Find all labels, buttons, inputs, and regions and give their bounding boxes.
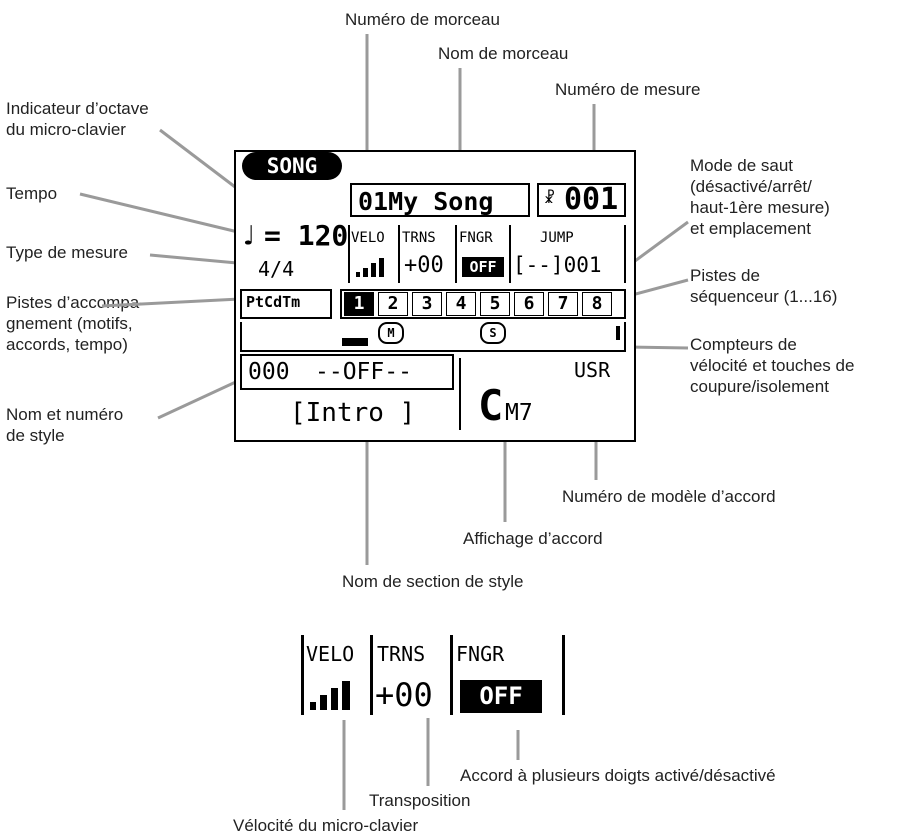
trns-header: TRNS: [402, 230, 436, 246]
measure-box: [537, 183, 626, 217]
measure-prefix-icon: ☧: [544, 187, 555, 208]
label-multi-finger: Accord à plusieurs doigts activé/désacti…: [460, 766, 776, 785]
style-name: --OFF--: [315, 359, 412, 385]
label-song-name: Nom de morceau: [438, 44, 569, 63]
seq-track-5: 5: [480, 292, 510, 316]
seq-track-2: 2: [378, 292, 408, 316]
label-mini-velocity: Vélocité du micro-clavier: [233, 816, 419, 835]
chord-type: M7: [505, 400, 533, 426]
detail-divider-1: [370, 635, 373, 715]
fngr-header: FNGR: [459, 230, 493, 246]
grid-divider-1: [398, 225, 400, 283]
label-velocity-meters: Compteurs de vélocité et touches de coup…: [690, 334, 854, 397]
label-style-line-2: de style: [6, 426, 65, 445]
label-section-name: Nom de section de style: [342, 572, 524, 591]
detail-divider-2: [450, 635, 453, 715]
seq-track-1: 1: [344, 292, 374, 316]
label-tempo: Tempo: [6, 184, 58, 203]
label-song-number: Numéro de morceau: [345, 10, 500, 29]
chord-divider: [459, 358, 461, 430]
seq-track-3: 3: [412, 292, 442, 316]
label-meter: Type de mesure: [6, 243, 128, 262]
seq-track-6: 6: [514, 292, 544, 316]
meter-row: [240, 322, 626, 352]
meter-display: 4/4: [258, 257, 295, 281]
label-style-name-number: Nom et numéro de style: [6, 404, 123, 446]
label-seq-line-2: séquenceur (1...16): [690, 287, 838, 306]
label-jump-mode: Mode de saut (désactivé/arrêt/ haut-1ère…: [690, 155, 830, 239]
label-jump-line-3: haut-1ère mesure): [690, 198, 830, 217]
solo-icon: S: [480, 322, 506, 344]
label-octave-indicator: Indicateur d’octave du micro-clavier: [6, 98, 149, 140]
velocity-meter-fill: [342, 338, 368, 346]
chord-model-display: USR: [574, 358, 611, 382]
label-accomp-tracks: Pistes d’accompa- gnement (motifs, accor…: [6, 292, 145, 355]
label-accomp-line-3: accords, tempo): [6, 335, 128, 354]
style-number: 000: [248, 359, 290, 385]
seq-track-7: 7: [548, 292, 578, 316]
label-measure-number: Numéro de mesure: [555, 80, 701, 99]
tempo-note-icon: ♩: [240, 219, 257, 252]
label-chord-display: Affichage d’accord: [463, 529, 603, 548]
label-octave-line-1: Indicateur d’octave: [6, 99, 149, 118]
label-jump-line-4: et emplacement: [690, 219, 811, 238]
label-accomp-line-2: gnement (motifs,: [6, 314, 133, 333]
lcd-screen: [234, 150, 636, 442]
label-vel-line-1: Compteurs de: [690, 335, 797, 354]
mute-icon: M: [378, 322, 404, 344]
label-vel-line-2: vélocité et touches de: [690, 356, 855, 375]
chord-root: C: [478, 381, 504, 430]
jump-value: [--]001: [513, 253, 602, 277]
section-name-display: [Intro ]: [290, 398, 416, 428]
detail-fngr-header: FNGR: [456, 642, 505, 666]
label-chord-model: Numéro de modèle d’accord: [562, 487, 776, 506]
grid-divider-2: [455, 225, 457, 283]
label-jump-line-1: Mode de saut: [690, 156, 794, 175]
fngr-value-badge: OFF: [462, 257, 504, 277]
seq-track-4: 4: [446, 292, 476, 316]
grid-divider-3: [509, 225, 511, 283]
meter-end-marker: [616, 326, 620, 340]
label-style-line-1: Nom et numéro: [6, 405, 124, 424]
velo-header: VELO: [351, 230, 385, 246]
label-octave-line-2: du micro-clavier: [6, 120, 126, 139]
label-transpose: Transposition: [369, 791, 471, 810]
seq-track-8: 8: [582, 292, 612, 316]
detail-trns-value: +00: [375, 676, 433, 714]
label-vel-line-3: coupure/isolement: [690, 377, 829, 396]
label-jump-line-2: (désactivé/arrêt/: [690, 177, 812, 196]
tempo-display: = 120: [264, 219, 349, 252]
label-accomp-line-1: Pistes d’accompa-: [6, 293, 145, 312]
accomp-tracks-display: PtCdTm: [246, 293, 301, 311]
detail-trns-header: TRNS: [377, 642, 426, 666]
song-mode-badge: SONG: [242, 152, 342, 180]
label-seq-tracks: Pistes de séquenceur (1...16): [690, 265, 837, 307]
trns-value: +00: [404, 253, 444, 278]
song-name-display: 01My Song: [358, 187, 494, 216]
jump-header: JUMP: [540, 230, 574, 246]
accomp-tracks-box: [240, 289, 332, 319]
settings-grid: [348, 225, 626, 283]
seq-tracks-row: [340, 289, 626, 319]
detail-fngr-value-badge: OFF: [460, 680, 542, 713]
label-seq-line-1: Pistes de: [690, 266, 760, 285]
song-name-box: [350, 183, 530, 217]
detail-velo-header: VELO: [306, 642, 355, 666]
style-box: [240, 354, 454, 390]
detail-panel: [301, 635, 565, 715]
measure-number-display: 001: [564, 182, 619, 217]
